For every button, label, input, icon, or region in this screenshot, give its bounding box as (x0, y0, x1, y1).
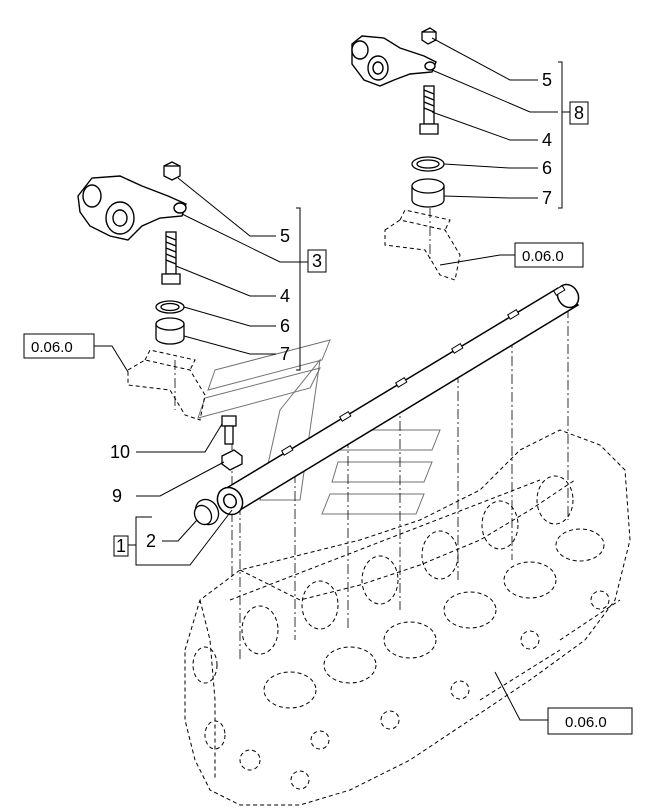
ring-left (155, 300, 185, 314)
socket-top (411, 178, 445, 208)
spacer (221, 449, 243, 471)
callout-box-8 (569, 101, 589, 125)
plug (193, 498, 220, 526)
callout-box-3 (307, 249, 327, 273)
callout-9: 9 (112, 486, 122, 506)
callout-5-left: 5 (280, 226, 290, 246)
callouts-upper-left: 5 4 6 7 3 (280, 226, 327, 364)
alignment-lines (174, 190, 569, 660)
callout-7-top: 7 (542, 188, 552, 208)
callout-10: 10 (110, 442, 130, 462)
leader-lines (94, 37, 570, 721)
reference-box-left[interactable]: 0.06.0 (23, 333, 95, 359)
callout-1: 1 (116, 536, 126, 556)
callout-4-top: 4 (542, 130, 552, 150)
reference-box-upper-right[interactable]: 0.06.0 (514, 242, 584, 268)
adjusting-screw-left (161, 231, 181, 285)
nut-top (421, 27, 437, 45)
callout-6-left: 6 (280, 316, 290, 336)
nut-left (163, 161, 181, 181)
callouts-top-right: 5 4 6 7 8 (542, 70, 589, 208)
adjusting-screw-top (419, 85, 439, 135)
callout-2: 2 (146, 531, 156, 551)
callout-8: 8 (574, 103, 584, 123)
rocker-arm-left (77, 175, 187, 241)
reference-label-left: 0.06.0 (31, 339, 73, 356)
reference-label-upper-right: 0.06.0 (522, 248, 564, 265)
ring-top (411, 156, 445, 172)
callout-5-top: 5 (542, 70, 552, 90)
callout-3: 3 (312, 251, 322, 271)
socket-left (155, 317, 185, 345)
watermark-logo (197, 339, 441, 515)
rocker-shaft (216, 283, 580, 516)
support-block-upper (384, 209, 461, 281)
callout-7-left: 7 (280, 344, 290, 364)
callouts-left: 10 9 2 1 (110, 442, 156, 557)
callout-6-top: 6 (542, 158, 552, 178)
reference-label-bottom-right: 0.06.0 (565, 714, 607, 731)
rocker-arm-top (351, 35, 437, 87)
callout-box-1 (113, 535, 129, 557)
support-block-left (127, 349, 206, 421)
callout-4-left: 4 (280, 286, 290, 306)
reference-box-bottom-right[interactable]: 0.06.0 (547, 707, 633, 735)
set-screw (221, 415, 237, 445)
